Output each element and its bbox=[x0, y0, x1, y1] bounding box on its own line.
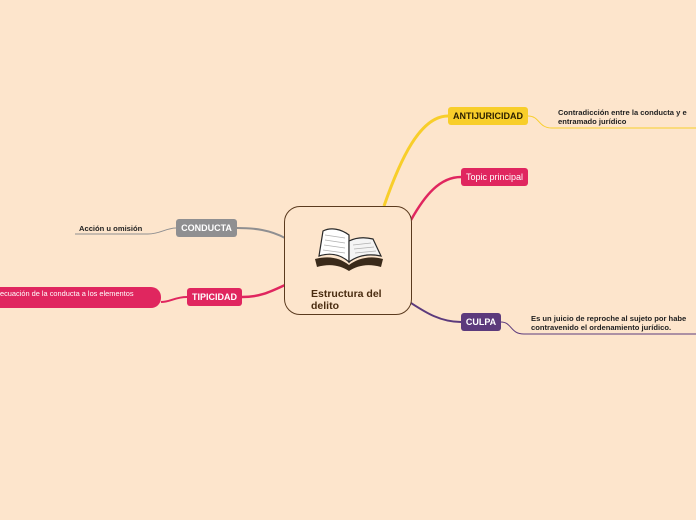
underline-antijuricidad bbox=[527, 115, 696, 129]
note-tipicidad[interactable]: ecuación de la conducta a los elementos bbox=[0, 287, 161, 308]
note-conducta: Acción u omisión bbox=[79, 224, 143, 233]
note-antijuricidad: Contradicción entre la conducta y e entr… bbox=[558, 108, 687, 126]
topic-tipicidad[interactable]: TIPICIDAD bbox=[187, 288, 242, 306]
topic-antijuricidad[interactable]: ANTIJURICIDAD bbox=[448, 107, 528, 125]
open-book-icon bbox=[315, 228, 383, 271]
underline-conducta bbox=[75, 227, 177, 235]
central-title: Estructura del delito bbox=[311, 288, 382, 312]
note-culpa-line2: contravenido el ordenamiento jurídico. bbox=[531, 323, 672, 332]
link-tipicidad bbox=[241, 283, 286, 299]
note-culpa-line1: Es un juicio de reproche al sujeto por h… bbox=[531, 314, 687, 323]
note-antijuricidad-line2: entramado jurídico bbox=[558, 117, 627, 126]
topic-culpa[interactable]: CULPA bbox=[461, 313, 501, 331]
link-conducta bbox=[236, 227, 286, 239]
note-culpa: Es un juicio de reproche al sujeto por h… bbox=[531, 314, 686, 332]
topic-conducta[interactable]: CONDUCTA bbox=[176, 219, 237, 237]
central-topic[interactable]: Estructura del delito bbox=[284, 206, 412, 315]
link-antijuricidad bbox=[382, 114, 449, 207]
underline-culpa bbox=[500, 321, 696, 335]
topic-principal[interactable]: Topic principal bbox=[461, 168, 528, 186]
link-topic bbox=[409, 175, 462, 221]
note-antijuricidad-line1: Contradicción entre la conducta y e bbox=[558, 108, 687, 117]
link-culpa bbox=[410, 302, 462, 323]
underline-tipicidad bbox=[160, 296, 188, 303]
